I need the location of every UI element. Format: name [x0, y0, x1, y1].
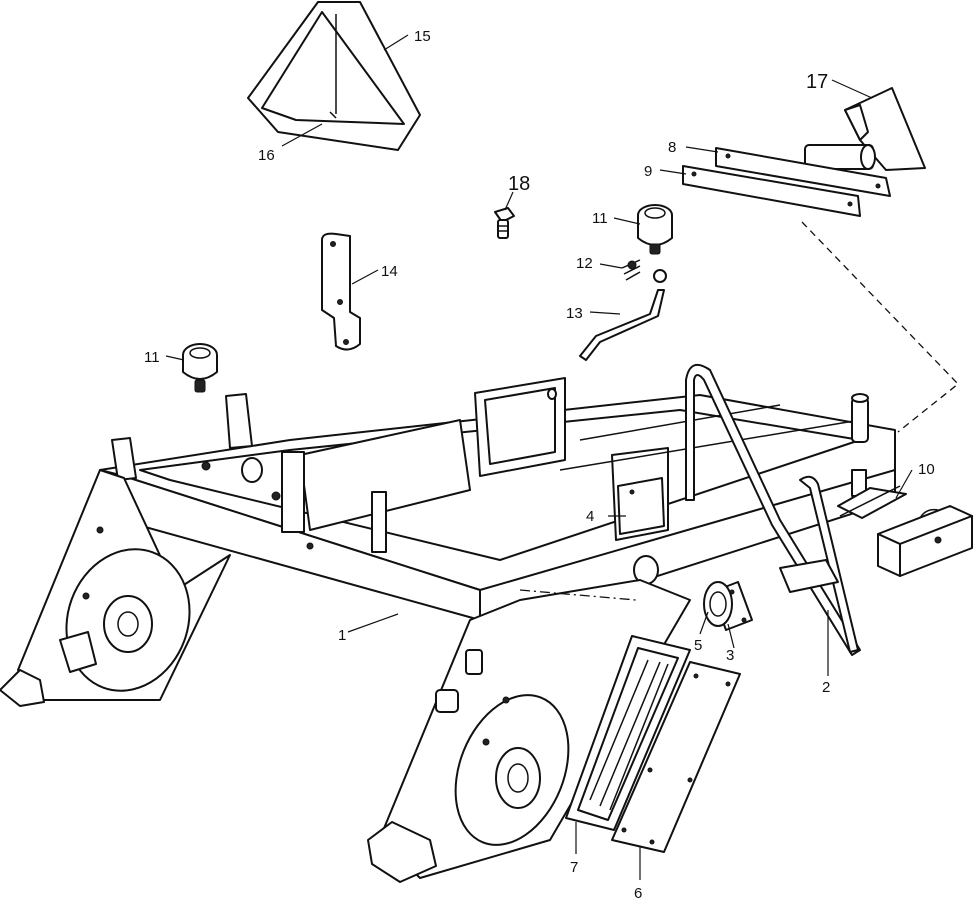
callout-14: 14: [381, 263, 398, 280]
main-frame: [0, 377, 896, 883]
callout-18: 18: [508, 173, 530, 195]
access-plate: [617, 477, 665, 535]
callout-13: 13: [566, 305, 583, 322]
callout-15: 15: [414, 28, 431, 45]
callout-3: 3: [726, 647, 734, 664]
lamp-upper: [637, 204, 673, 255]
callout-1: 1: [338, 627, 346, 644]
grab-handle: [685, 363, 861, 656]
smv-emblem: [247, 1, 421, 151]
callout-4: 4: [586, 508, 594, 525]
rear-bracket-assembly: [682, 87, 926, 217]
bolt: [494, 207, 515, 239]
round-mount: [703, 581, 753, 631]
callout-2: 2: [822, 679, 830, 696]
callout-10: 10: [918, 461, 935, 478]
callout-8: 8: [668, 139, 676, 156]
callout-11-upper: 11: [592, 210, 608, 227]
callout-9: 9: [644, 163, 652, 180]
wire-connector: [621, 259, 641, 281]
callout-11-lower: 11: [144, 349, 160, 366]
tool-box: [837, 485, 973, 577]
gasket: [565, 635, 691, 831]
leader-lines: [165, 34, 913, 880]
lamp-mount-rod: [579, 269, 667, 361]
callout-12: 12: [576, 255, 593, 272]
mounting-bracket: [321, 232, 361, 351]
callout-17: 17: [806, 71, 828, 93]
callout-6: 6: [634, 885, 642, 902]
cover-plate: [611, 661, 741, 853]
callout-7: 7: [570, 859, 578, 876]
callout-16: 16: [258, 147, 275, 164]
lamp-lower: [182, 343, 218, 393]
callout-5: 5: [694, 637, 702, 654]
